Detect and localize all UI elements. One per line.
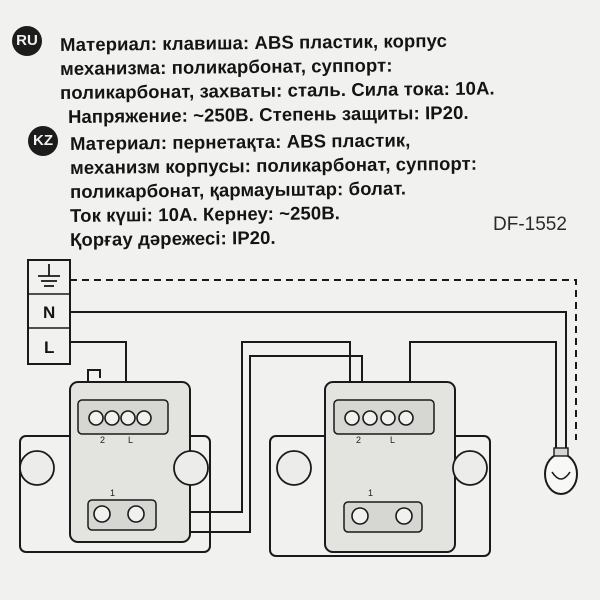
kz-spec-line: механизм корпусы: поликарбонат, суппорт: xyxy=(69,152,478,178)
ground-wire xyxy=(70,279,577,440)
kz-spec-line: Материал: пернетақта: ABS пластик, xyxy=(69,129,411,154)
switch-2-terminal-1: 1 xyxy=(368,488,373,498)
kz-spec-line: поликарбонат, қармауыштар: болат. xyxy=(69,177,407,202)
line-label: L xyxy=(44,338,54,357)
switch-2-terminal-l: L xyxy=(390,435,395,445)
lamp-wire xyxy=(409,341,557,440)
lamp-icon xyxy=(544,422,578,495)
supply-terminal-box: N L xyxy=(27,259,71,365)
ru-spec-line: Материал: клавиша: ABS пластик, корпус xyxy=(59,29,448,55)
kz-spec-line: Қорғау дәрежесі: IP20. xyxy=(69,226,276,250)
model-code: DF-1552 xyxy=(493,214,567,235)
switch-2: 2 L 1 xyxy=(269,381,491,557)
switch-1: 2 L 1 xyxy=(19,381,211,553)
line-wire xyxy=(70,341,127,400)
neutral-wire xyxy=(70,311,567,422)
ru-spec-line: механизма: поликарбонат, суппорт: xyxy=(59,54,393,79)
ru-language-badge: RU xyxy=(12,26,42,56)
kz-spec-line: Ток күші: 10А. Кернеу: ~250В. xyxy=(69,202,341,226)
switch-1-terminal-2: 2 xyxy=(100,435,105,445)
ru-spec-line: Напряжение: ~250В. Степень защиты: IP20. xyxy=(67,101,469,127)
neutral-label: N xyxy=(43,303,55,322)
switch-1-terminal-1: 1 xyxy=(110,488,115,498)
ground-icon xyxy=(38,264,60,287)
ru-spec-line: поликарбонат, захваты: сталь. Сила тока:… xyxy=(59,77,495,103)
switch-1-terminal-l: L xyxy=(128,435,133,445)
wiring-diagram: N L 2 L 1 xyxy=(19,259,578,557)
kz-language-badge: KZ xyxy=(28,126,58,156)
switch-2-terminal-2: 2 xyxy=(356,435,361,445)
